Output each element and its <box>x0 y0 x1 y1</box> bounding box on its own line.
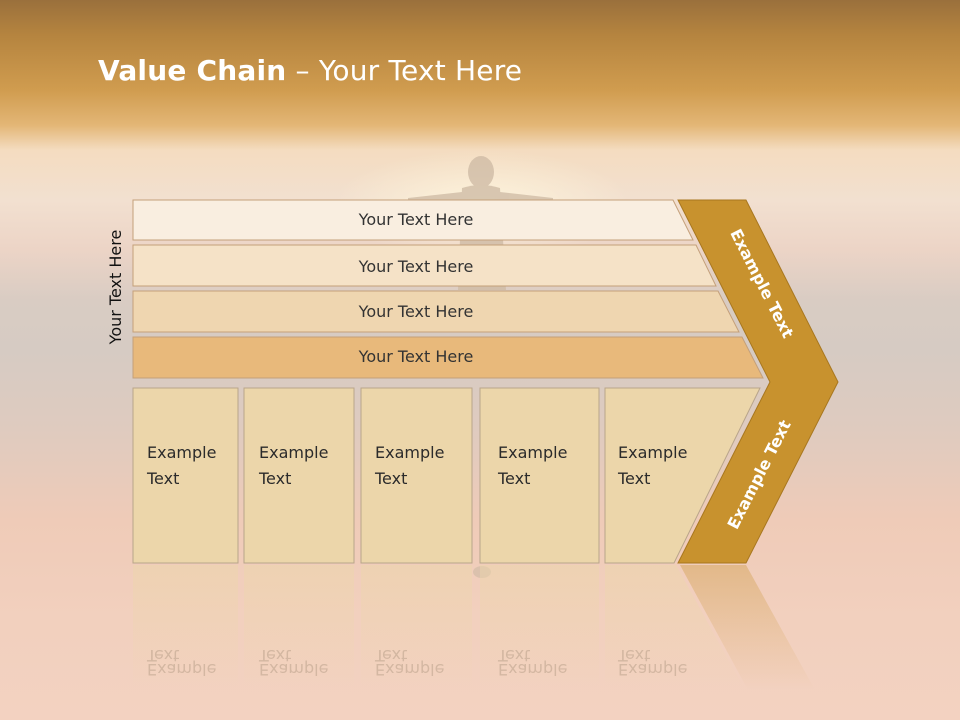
cell-5[interactable]: Example Text <box>604 387 761 564</box>
row-4[interactable]: Your Text Here <box>132 336 764 379</box>
reflection-text: Example <box>259 660 328 679</box>
cell-text-line1: Example <box>498 443 567 462</box>
reflection-text: Text <box>497 646 530 665</box>
cell-text-line2: Text <box>374 469 407 488</box>
cell-1[interactable]: Example Text <box>132 387 239 564</box>
cell-text-line2: Text <box>497 469 530 488</box>
cell-text-line1: Example <box>375 443 444 462</box>
reflection-text: Example <box>618 660 687 679</box>
cell-3[interactable]: Example Text <box>360 387 473 564</box>
title-rest: – Your Text Here <box>286 54 523 87</box>
row-label: Your Text Here <box>358 257 474 276</box>
reflection: Example Example Example Example Example … <box>133 565 815 690</box>
title-bold: Value Chain <box>98 54 287 87</box>
reflection-text: Text <box>146 646 179 665</box>
reflection-text: Example <box>375 660 444 679</box>
row-3[interactable]: Your Text Here <box>132 290 740 333</box>
row-2[interactable]: Your Text Here <box>132 244 717 287</box>
cell-text-line1: Example <box>259 443 328 462</box>
reflection-text: Example <box>147 660 216 679</box>
reflection-text: Text <box>617 646 650 665</box>
margin-chevron[interactable]: Example Text Example Text <box>677 199 839 564</box>
cell-text-line1: Example <box>147 443 216 462</box>
cell-2[interactable]: Example Text <box>243 387 355 564</box>
cell-text-line2: Text <box>258 469 291 488</box>
row-label: Your Text Here <box>358 210 474 229</box>
row-label: Your Text Here <box>358 347 474 366</box>
reflection-text: Example <box>498 660 567 679</box>
slide-title: Value Chain – Your Text Here <box>98 54 522 87</box>
cell-text-line2: Text <box>146 469 179 488</box>
row-1[interactable]: Your Text Here <box>132 199 694 241</box>
cell-4[interactable]: Example Text <box>479 387 600 564</box>
reflection-text: Text <box>258 646 291 665</box>
reflection-text: Text <box>374 646 407 665</box>
row-label: Your Text Here <box>358 302 474 321</box>
cell-text-line2: Text <box>617 469 650 488</box>
cell-text-line1: Example <box>618 443 687 462</box>
